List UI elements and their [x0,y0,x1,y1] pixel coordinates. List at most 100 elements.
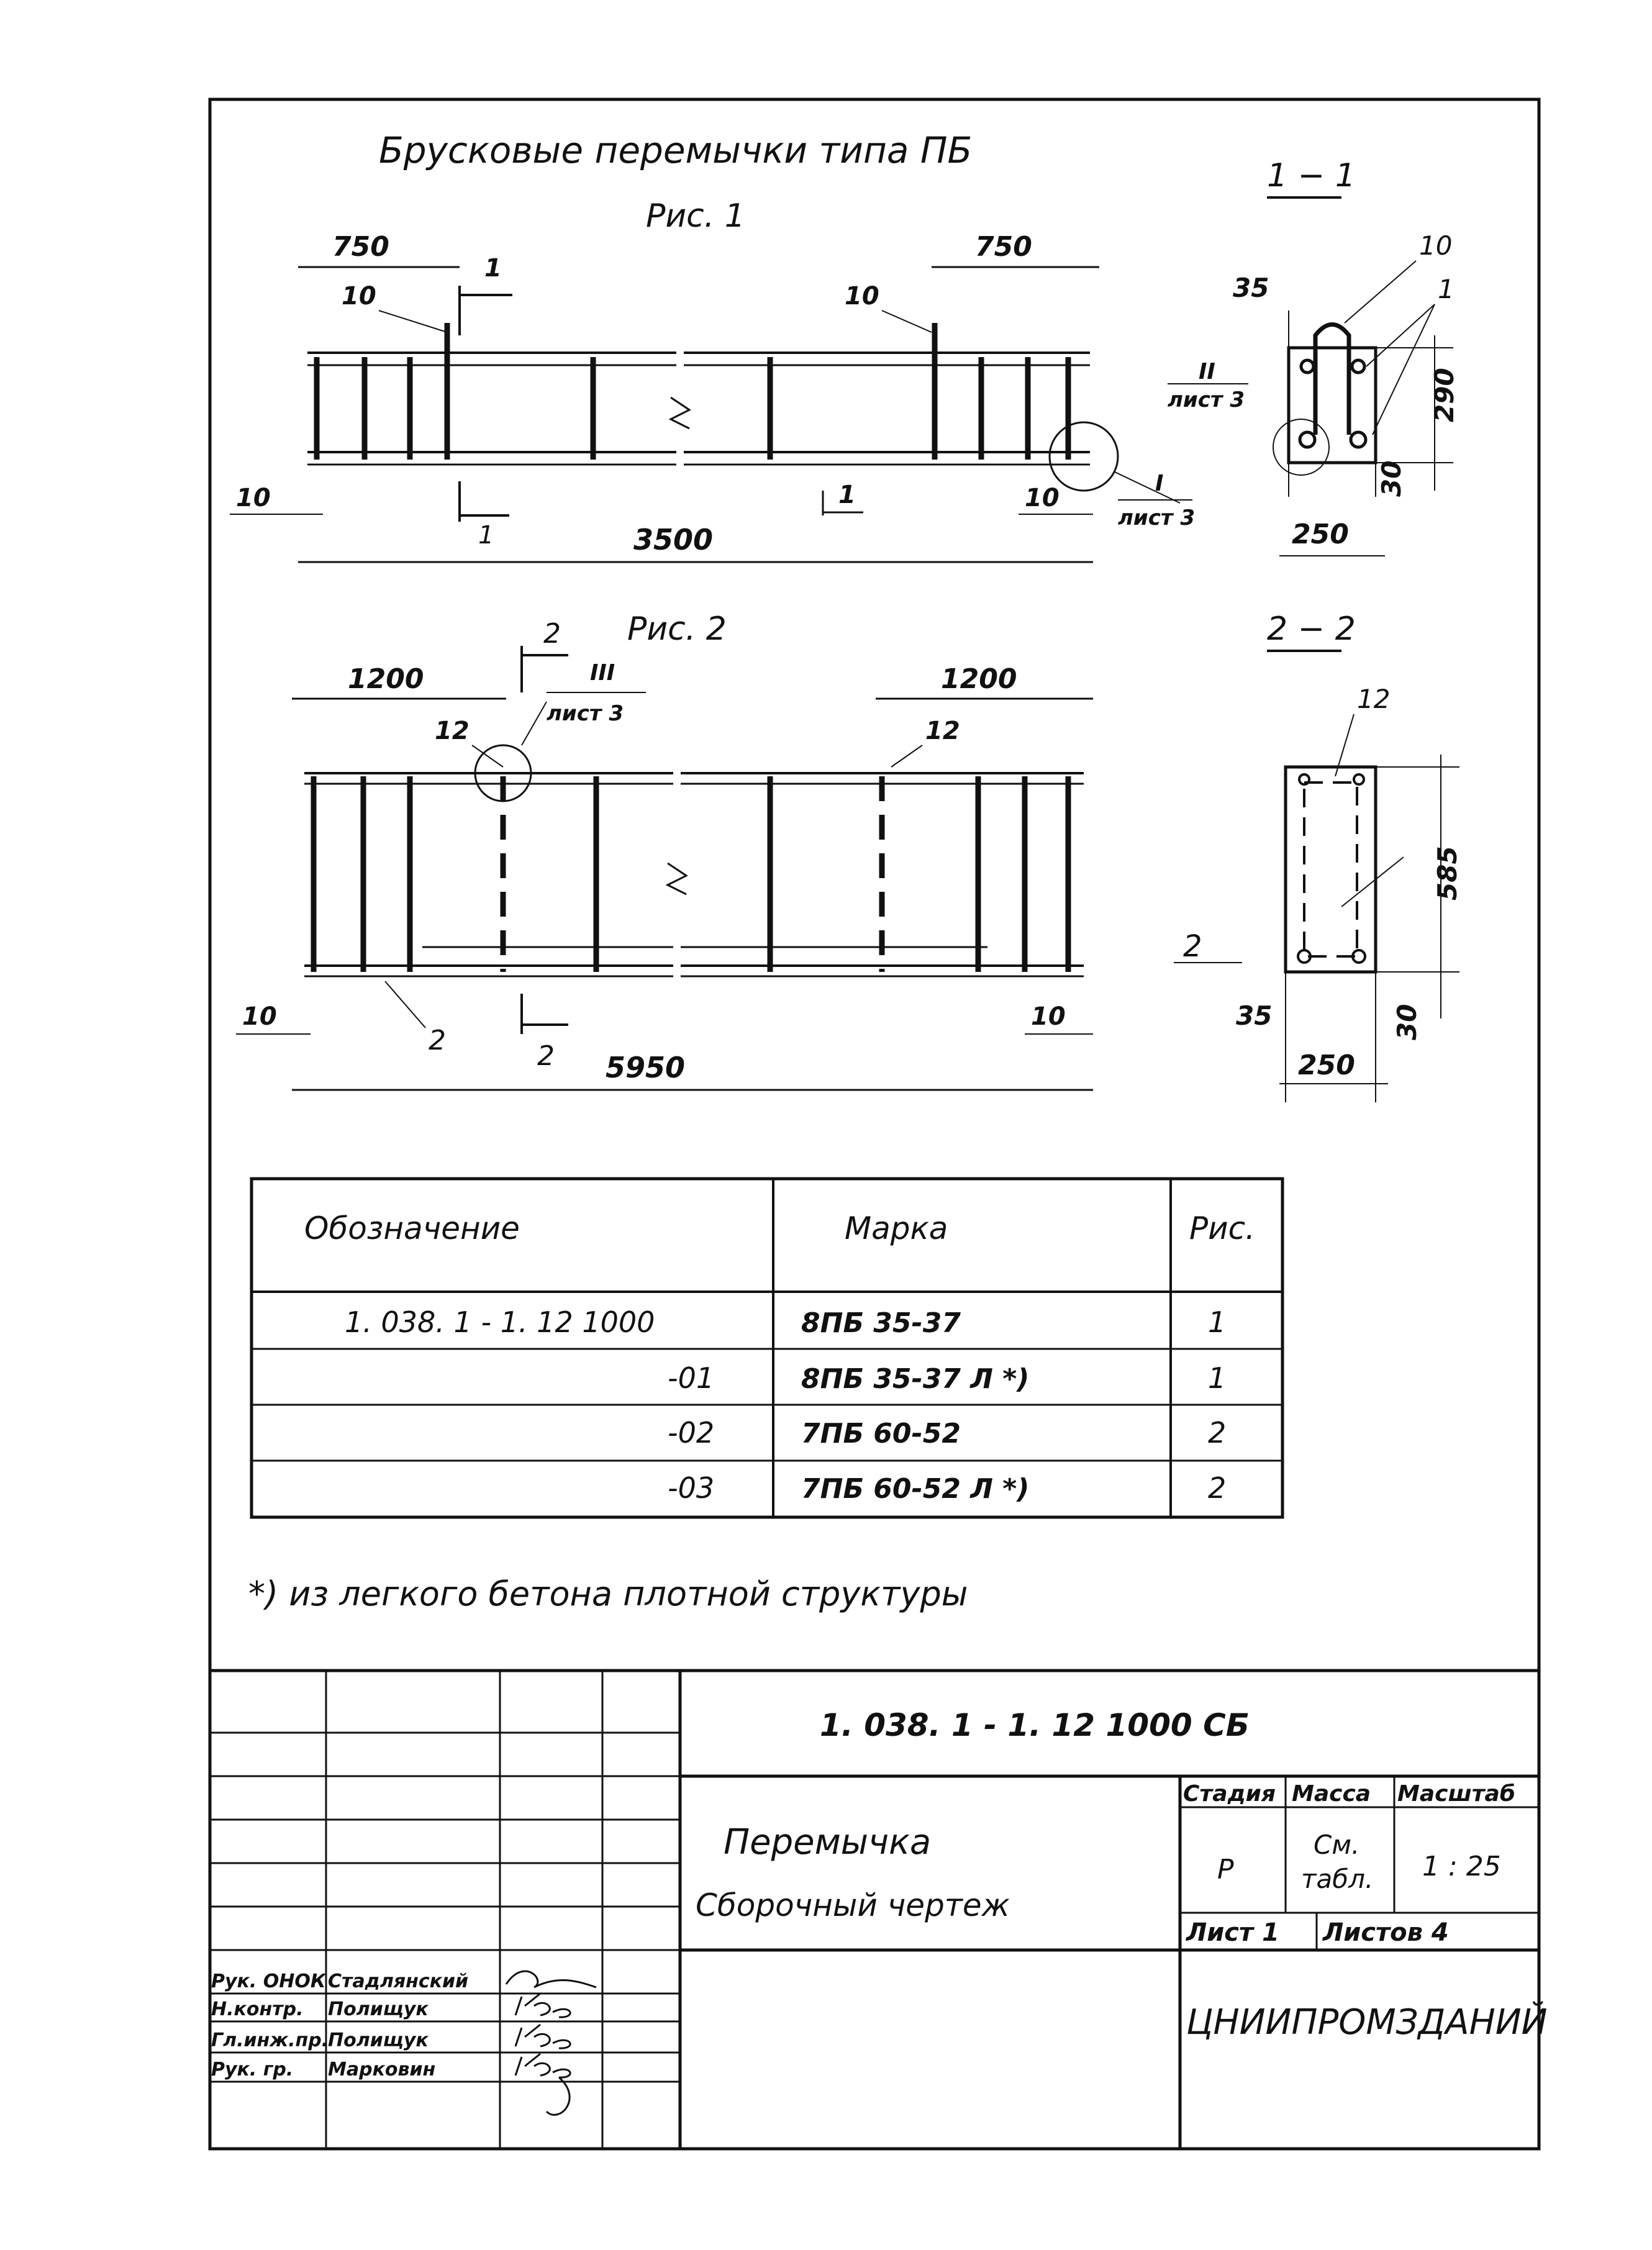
fig1-callout-I-sheet: лист 3 [1118,506,1195,530]
sheet-number: Лист 1 [1186,1918,1279,1947]
fig2-pos-bottom-leader [384,981,426,1028]
signer-3-role: Гл.инж.пр. [211,2030,329,2051]
section11-dim-top: 35 [1233,273,1269,303]
spec-row-1-fig: 1 [1208,1305,1226,1339]
section11-pos-1: 1 [1438,274,1455,304]
fig2-callout-III-sheet: лист 3 [547,701,624,726]
fig2-pos-right-leader [891,745,923,768]
spec-row-1-mark: 8ПБ 35-37 [801,1307,961,1339]
fig1-callout-I-leader [1114,471,1181,504]
section22-pos-2: 2 [1183,929,1202,964]
sheets-total: Листов 4 [1322,1918,1449,1947]
fig1-pos-right-leader [881,310,932,333]
section-1-1: 1 − 1 35 10 1 290 30 250 [1233,157,1459,556]
spec-row-3-mark: 7ПБ 60-52 [801,1418,961,1449]
section22-loop [1303,781,1358,958]
spec-row-4-code: -03 [668,1471,714,1505]
fig1-callout-I-num: I [1155,471,1163,496]
organization: ЦНИИПРОМЗДАНИЙ [1186,2002,1548,2043]
section22-outline [1284,765,1377,974]
fig2-lifting-loops [500,776,885,972]
mass-label: Масса [1292,1781,1371,1807]
fig1-dim-right: 750 [975,231,1032,263]
fig2-callout-III-num: III [590,660,615,686]
signer-2-name: Полищук [328,1998,429,2020]
fig1-total-length: 3500 [633,523,713,556]
spec-row-2-mark: 8ПБ 35-37 Л *) [801,1363,1029,1395]
spec-row-4-fig: 2 [1208,1471,1226,1505]
scale-label: Масштаб [1397,1781,1515,1807]
doc-code: 1. 038. 1 - 1. 12 1000 СБ [820,1707,1250,1743]
spec-row-2-fig: 1 [1208,1361,1226,1395]
sign-grid [210,1671,680,2149]
section11-width: 250 [1292,519,1349,550]
section22-bottom: 30 [1392,1004,1422,1040]
signer-1-name: Стадлянский [328,1971,468,1992]
stage-value: Р [1217,1854,1234,1885]
signer-2-role: Н.контр. [211,1998,303,2020]
doc-name-line-1: Перемычка [724,1822,931,1862]
section22-bar-top-left [1298,773,1310,786]
section11-pos-10-leader [1344,260,1417,324]
title-block: Рук. ОНОК Стадлянский Н.контр. Полищук Г… [210,1669,1548,2149]
fig1-caption: Рис. 1 [646,197,745,235]
figure-2: Рис. 2 2 III лист 3 1200 1200 12 12 [236,610,1093,1091]
fig1-edge-right: 10 [1025,484,1060,512]
section22-pos-12: 12 [1357,684,1390,714]
section22-inner-leader [1341,856,1404,907]
fig1-break-symbol [668,396,691,430]
signature-1 [505,1970,597,1989]
fig1-pos-left-leader [378,310,448,333]
section22-dim-35: 35 [1236,1000,1272,1031]
fig1-callout-I-circle [1048,421,1119,492]
signer-4-role: Рук. гр. [211,2059,293,2080]
fig1-section-mark-top: 1 [484,254,502,283]
fig2-total-length: 5950 [606,1051,685,1084]
section11-callout-circle [1273,419,1330,476]
section11-bar-top-right [1350,358,1366,374]
spec-table: Обозначение Марка Рис. 1. 038. 1 - 1. 12… [250,1177,1284,1519]
spec-header-fig: Рис. [1189,1210,1255,1246]
section22-width: 250 [1298,1050,1355,1081]
fig1-stirrups [314,323,1071,460]
drawing-title: Брусковые перемычки типа ПБ [379,129,972,171]
fig2-section-mark-bottom: 2 [537,1040,555,1072]
signature-4 [514,2053,571,2116]
fig2-caption: Рис. 2 [627,610,727,648]
section22-bar-top-right [1353,773,1365,786]
spec-row-3-fig: 2 [1208,1416,1226,1449]
spec-header-mark: Марка [845,1210,948,1246]
signer-1-role: Рук. ОНОК [211,1971,327,1992]
mass-value-line-1: См. [1314,1830,1359,1860]
section11-pos-1-leader-b [1372,304,1435,435]
mass-value-line-2: табл. [1301,1864,1373,1894]
fig2-callout-III-leader [521,701,547,746]
section11-bar-bottom-right [1349,430,1368,449]
signature-3 [514,2023,571,2049]
spec-row-4-mark: 7ПБ 60-52 Л *) [801,1473,1029,1505]
spec-row-3-code: -02 [668,1416,714,1449]
fig1-section-mark-mid: 1 [838,481,856,509]
section11-bottom: 30 [1376,461,1407,497]
signer-3-name: Полищук [328,2030,429,2051]
fig2-edge-right: 10 [1031,1002,1066,1031]
section11-bar-bottom-left [1298,430,1317,449]
section-2-2: 2 − 2 12 585 2 35 30 250 [1174,610,1463,1102]
section22-height: 585 [1432,846,1463,900]
fig2-dim-left: 1200 [348,663,424,695]
section22-title: 2 − 2 [1267,610,1356,648]
fig2-pos-left-leader [471,745,504,768]
fig2-dim-right: 1200 [941,663,1017,695]
footnote: *) из легкого бетона плотной структуры [248,1574,968,1613]
figure-1: Рис. 1 750 750 1 10 10 [230,197,1248,563]
fig1-section-mark-bottom: 1 [478,521,494,550]
section11-pos-1-leader-a [1366,304,1435,367]
sheet-frame [208,98,1541,2151]
spec-row-1-code: 1. 038. 1 - 1. 12 1000 [345,1305,655,1339]
fig2-section-mark-top: 2 [543,618,561,650]
section11-title: 1 − 1 [1267,157,1356,194]
signature-2 [514,1992,571,2018]
section11-bar-top-left [1299,358,1315,374]
fig1-dim-left: 750 [332,231,389,263]
